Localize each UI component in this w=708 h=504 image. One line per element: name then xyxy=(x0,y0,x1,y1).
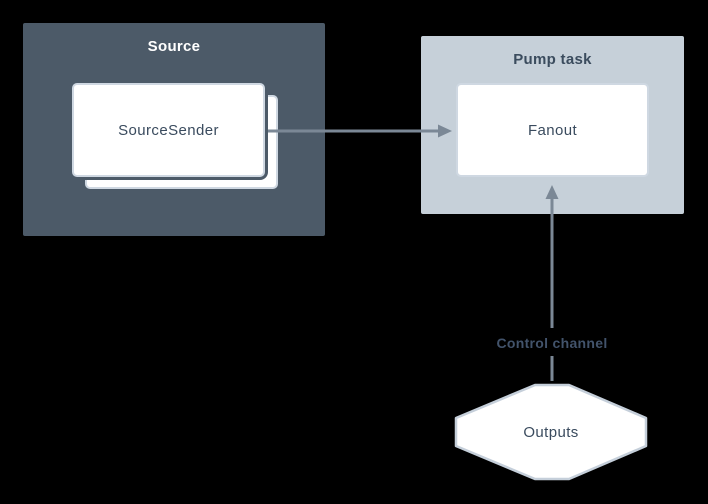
pump-task-container-title: Pump task xyxy=(513,51,592,68)
pump-task-container: Pump task Fanout xyxy=(421,36,684,214)
fanout-node-label: Fanout xyxy=(527,121,578,139)
sourcesender-node-label: SourceSender xyxy=(118,121,219,139)
source-container-title: Source xyxy=(147,38,201,55)
outputs-node-label: Outputs xyxy=(523,423,579,441)
source-container: Source SourceSender xyxy=(23,23,325,236)
fanout-node: Fanout xyxy=(456,83,649,177)
hexagon-shape-svg xyxy=(454,383,648,481)
outputs-node: Outputs xyxy=(454,383,648,481)
sourcesender-node: SourceSender xyxy=(72,83,265,177)
hexagon-outline xyxy=(454,383,648,481)
control-channel-edge-label: Control channel xyxy=(496,335,608,351)
